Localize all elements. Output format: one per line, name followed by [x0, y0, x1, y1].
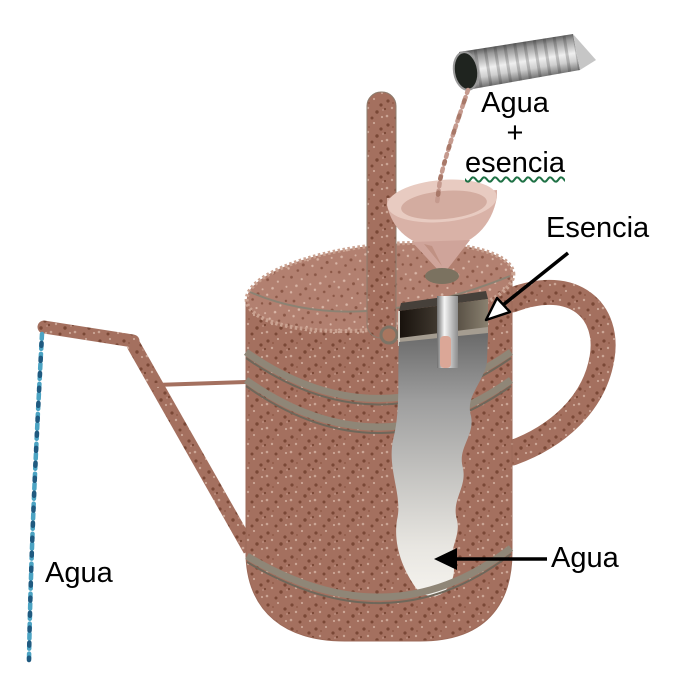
side-handle — [499, 279, 616, 466]
water-out-label: Agua — [45, 557, 113, 589]
spout-tip — [37, 320, 140, 348]
pour-label-line1: Agua — [481, 87, 549, 119]
water-inside-label: Agua — [551, 542, 619, 574]
essence-label: Esencia — [546, 212, 650, 244]
vessel-ribs — [459, 34, 580, 90]
water-arrow-head — [434, 548, 457, 570]
water-arrow — [434, 548, 547, 570]
water-column — [391, 333, 488, 597]
water-stream-dots-dark — [26, 331, 45, 663]
essence-arrow — [484, 251, 570, 322]
funnel-cone — [412, 240, 470, 271]
band-bottom-shadow — [246, 553, 512, 604]
metal-vessel — [452, 34, 596, 91]
band-lower — [243, 377, 514, 431]
essence-stream-dots-dark — [434, 87, 471, 206]
water-stream — [26, 331, 45, 663]
bottom-band — [245, 545, 514, 604]
strap-rivet — [379, 325, 399, 345]
essence-arrow-head — [484, 296, 512, 322]
band-lower-shadow — [245, 385, 512, 434]
essence-stream — [434, 87, 471, 206]
pour-label-line2: + — [506, 117, 524, 149]
funnel-hole — [425, 268, 459, 284]
funnel-inner-shadow — [401, 190, 487, 220]
funnel-tube — [437, 296, 458, 368]
spout-tube — [126, 340, 257, 554]
spout-brace — [154, 380, 247, 387]
pour-label: Agua + esencia — [448, 88, 582, 178]
funnel — [387, 179, 497, 284]
spout — [37, 320, 257, 554]
pour-label-line3: esencia — [465, 147, 565, 179]
funnel-cone-streak — [424, 244, 442, 266]
vessel-end — [573, 34, 596, 70]
essence-arrow-line — [501, 251, 570, 307]
funnel-tube-liquid — [440, 336, 451, 368]
band-bottom — [245, 545, 514, 601]
